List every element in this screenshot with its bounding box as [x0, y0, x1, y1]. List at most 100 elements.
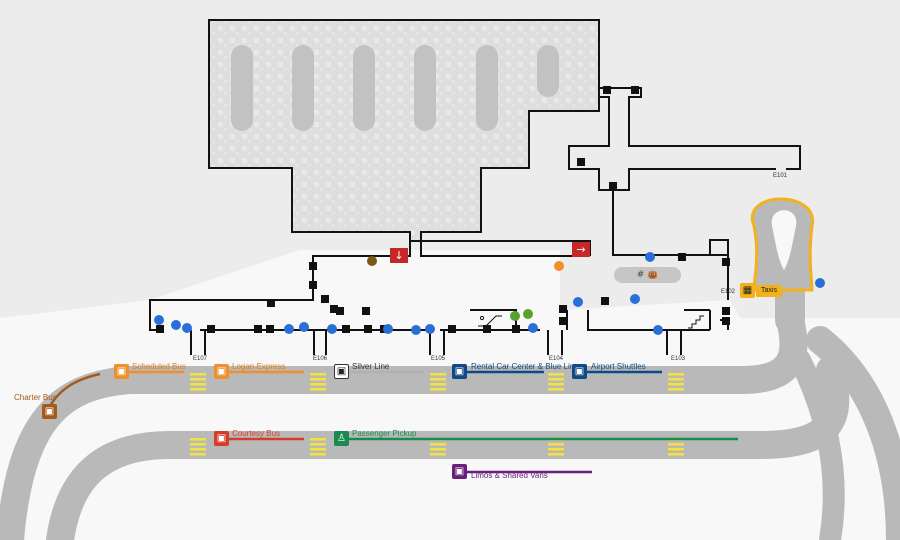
walls — [149, 87, 801, 355]
airport-shuttles-label: Airport Shuttles — [591, 362, 646, 371]
bus-icon: ▣ — [42, 404, 57, 419]
exit-e102: E102 — [720, 289, 736, 295]
map-marker — [528, 323, 538, 333]
exit-e104: E104 — [548, 356, 564, 362]
concourse-floor — [0, 250, 900, 540]
crosswalk-stripe — [668, 448, 684, 451]
scheduled-bus-label: Scheduled Bus — [132, 362, 186, 371]
crosswalk-stripe — [430, 453, 446, 456]
crosswalk-stripe — [310, 388, 326, 391]
crosswalk-stripe — [548, 443, 564, 446]
door-post — [603, 86, 611, 94]
crosswalk-stripe — [668, 388, 684, 391]
crosswalk-stripe — [190, 373, 206, 376]
crosswalk-stripe — [548, 373, 564, 376]
exit-e106: E106 — [312, 356, 328, 362]
crosswalk-stripe — [668, 453, 684, 456]
bus-icon: ▣ — [214, 364, 229, 379]
silver-line-label: Silver Line — [352, 362, 390, 371]
map-marker — [284, 324, 294, 334]
map-marker — [554, 261, 564, 271]
exit-e101: E101 — [772, 173, 788, 179]
map-marker — [425, 324, 435, 334]
door-post — [631, 86, 639, 94]
crosswalk-stripe — [430, 443, 446, 446]
crosswalk-stripe — [548, 378, 564, 381]
roadways — [0, 225, 900, 540]
map-marker — [523, 309, 533, 319]
passenger-pickup-label: Passenger Pickup — [352, 429, 417, 438]
exit-e103: E103 — [670, 356, 686, 362]
bus-icon: ▣ — [214, 431, 229, 446]
crosswalk-stripe — [668, 383, 684, 386]
exit-e107: E107 — [192, 356, 208, 362]
map-marker — [383, 324, 393, 334]
courtesy-bus-label: Courtesy Bus — [232, 429, 281, 438]
charter-bus-line — [48, 372, 101, 407]
map-marker — [411, 325, 421, 335]
service-lines — [48, 370, 738, 474]
door-post — [483, 325, 491, 333]
door-posts — [156, 86, 730, 333]
crosswalk-stripe — [548, 383, 564, 386]
map-marker — [299, 322, 309, 332]
crosswalk-stripe — [310, 453, 326, 456]
bus-icon: ▣ — [114, 364, 129, 379]
door-post — [559, 305, 567, 313]
crosswalk-stripe — [430, 383, 446, 386]
crosswalk-stripe — [310, 443, 326, 446]
crosswalk-stripe — [310, 438, 326, 441]
map-marker — [182, 323, 192, 333]
door-post — [512, 325, 520, 333]
door-post — [254, 325, 262, 333]
crosswalk-stripe — [430, 388, 446, 391]
door-post — [559, 317, 567, 325]
charter-bus-label: Charter Bus — [14, 393, 57, 402]
door-post — [267, 299, 275, 307]
crosswalk-stripe — [310, 373, 326, 376]
door-post — [722, 317, 730, 325]
taxi-icon: ▦ — [740, 283, 755, 298]
map-marker — [815, 278, 825, 288]
crosswalk-stripe — [310, 448, 326, 451]
map-marker — [171, 320, 181, 330]
map-marker — [510, 311, 520, 321]
door-post — [156, 325, 164, 333]
crosswalk-stripe — [668, 373, 684, 376]
stairs-icon — [688, 315, 704, 329]
rental-car-label: Rental Car Center & Blue Line — [471, 362, 579, 371]
door-post — [722, 258, 730, 266]
door-post — [601, 297, 609, 305]
door-post — [266, 325, 274, 333]
amenity-pill: # 👜 — [614, 267, 681, 283]
garage-ramps — [231, 45, 559, 131]
map-marker — [573, 297, 583, 307]
crosswalk-stripe — [548, 388, 564, 391]
bus-icon: ▣ — [572, 364, 587, 379]
exit-e105: E105 — [430, 356, 446, 362]
crosswalk-stripe — [548, 453, 564, 456]
taxi-loop-island — [771, 210, 797, 270]
map-marker — [154, 315, 164, 325]
limos-label: Limos & Shared Vans — [471, 471, 548, 480]
crosswalk-stripe — [190, 438, 206, 441]
map-markers — [154, 252, 825, 335]
crosswalk-stripe — [190, 453, 206, 456]
person-walking-icon: ♙ — [334, 431, 349, 446]
door-post — [609, 182, 617, 190]
door-post — [678, 253, 686, 261]
crosswalk-stripe — [190, 448, 206, 451]
arrow-right-icon: → — [572, 242, 590, 257]
arrow-down-icon: ↓ — [390, 248, 408, 263]
crosswalk-stripe — [668, 443, 684, 446]
crosswalk-stripe — [190, 378, 206, 381]
door-post — [577, 158, 585, 166]
map-marker — [367, 256, 377, 266]
crosswalk-stripe — [310, 383, 326, 386]
door-post — [336, 307, 344, 315]
crosswalk-stripe — [190, 383, 206, 386]
bus-icon: ▣ — [334, 364, 349, 379]
door-post — [309, 262, 317, 270]
escalator-icon — [478, 315, 502, 327]
